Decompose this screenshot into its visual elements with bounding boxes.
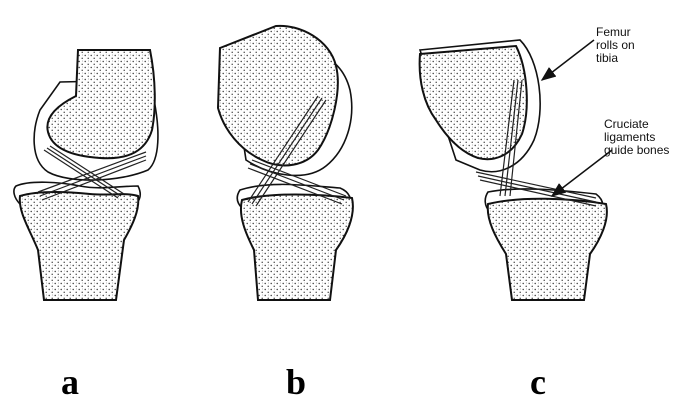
femur-b — [218, 26, 338, 166]
panel-label-c: c — [508, 362, 568, 402]
femur-annotation: Femur rolls on tibia — [596, 26, 635, 65]
femur-a — [47, 50, 154, 158]
ligaments-callout-arrow — [552, 150, 612, 196]
tibia-a — [20, 192, 139, 300]
tibia-b — [241, 195, 353, 301]
knee-panel-a — [14, 50, 158, 300]
tibia-c — [488, 199, 607, 300]
panel-label-b: b — [266, 362, 326, 402]
femur-callout-arrow — [542, 40, 594, 80]
knee-panel-c — [420, 40, 612, 300]
knee-panel-b — [218, 26, 353, 300]
panel-label-a: a — [40, 362, 100, 402]
ligaments-annotation: Cruciate ligaments guide bones — [604, 118, 669, 157]
